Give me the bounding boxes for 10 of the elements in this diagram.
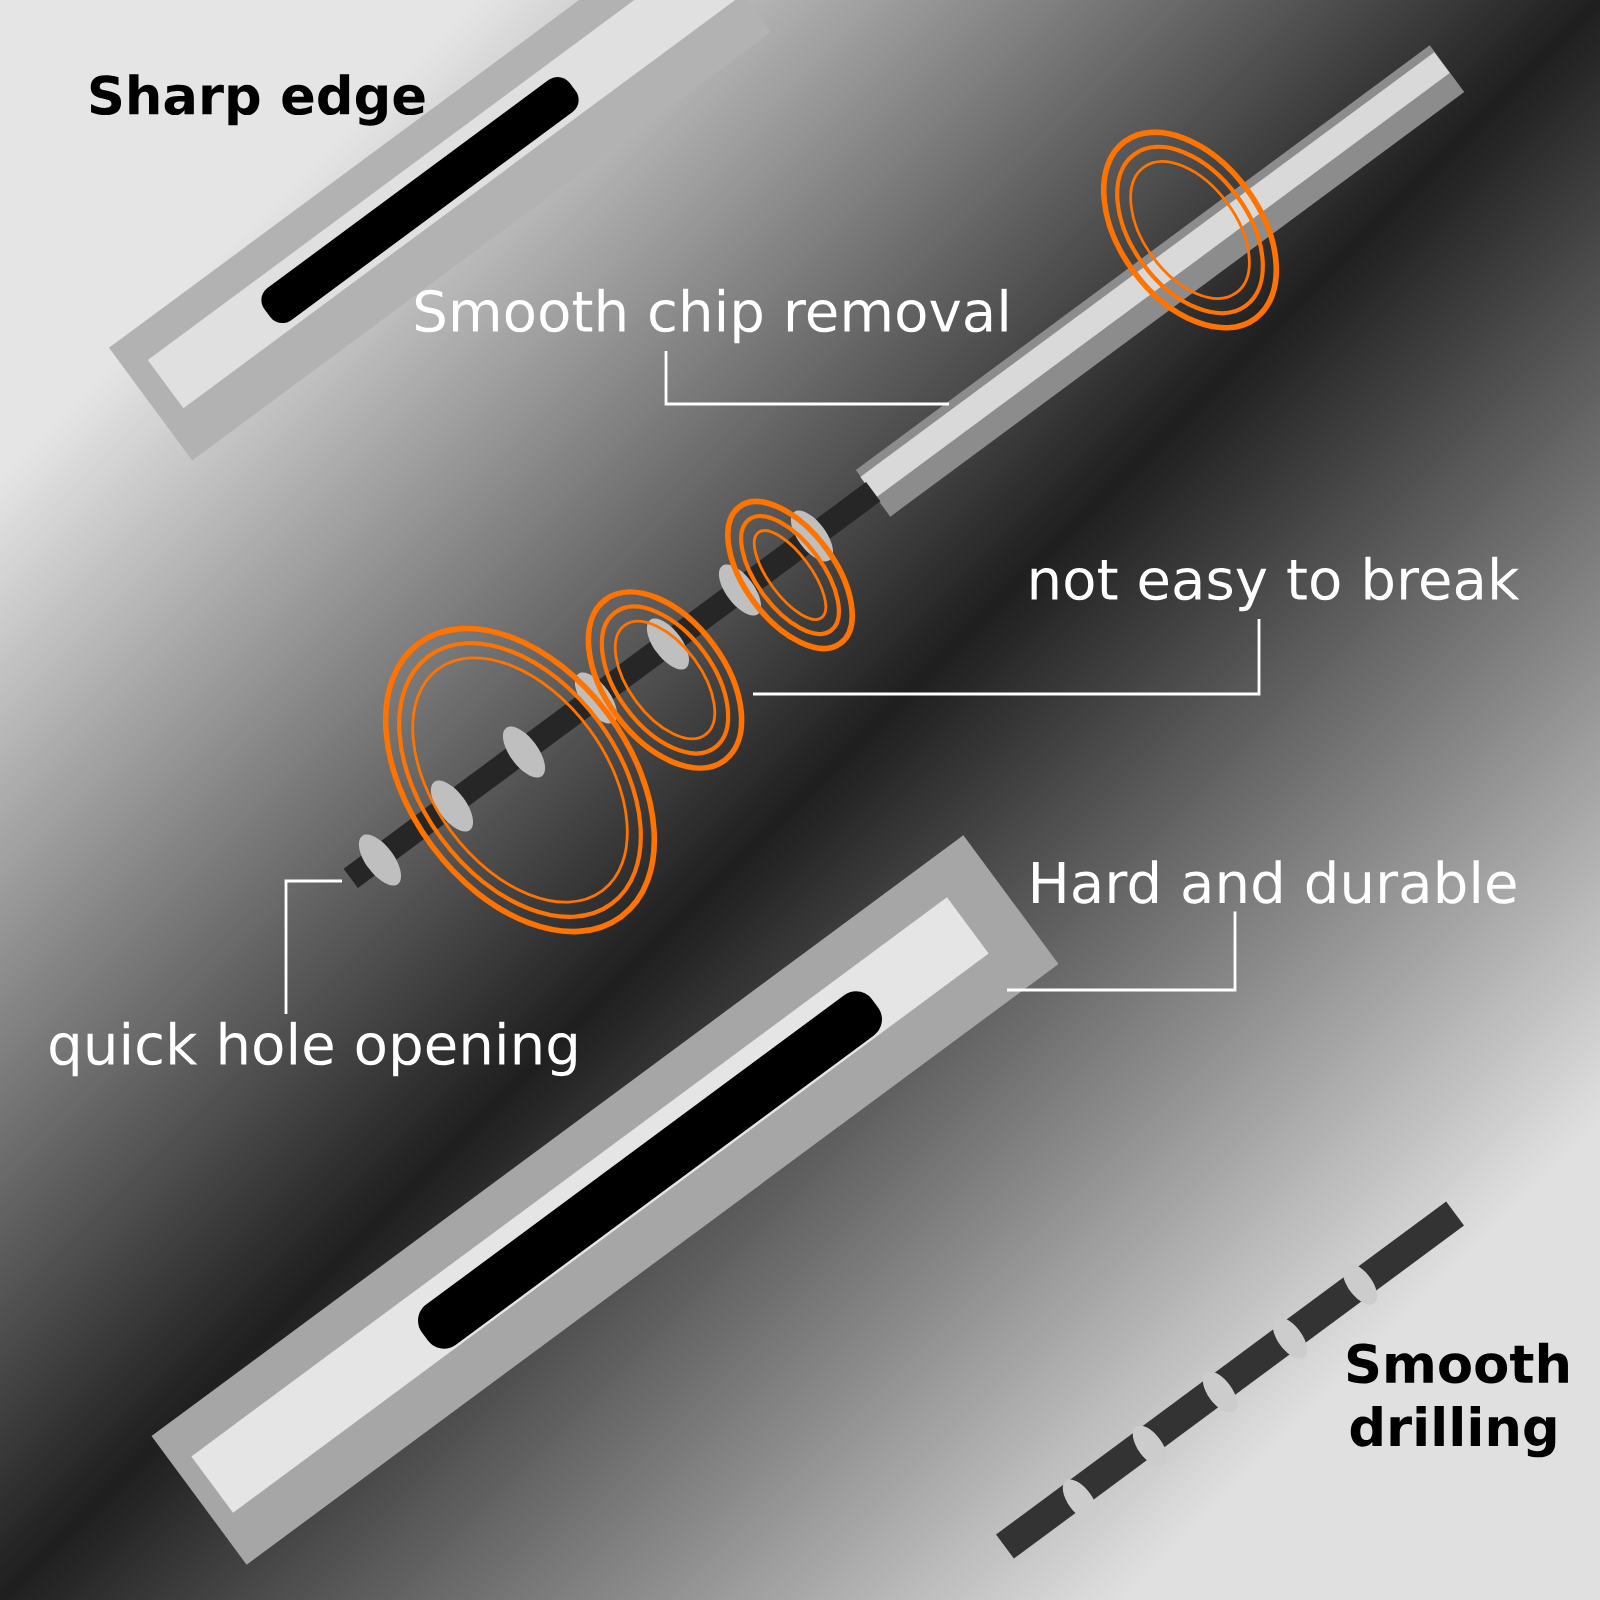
feature-label: Smooth drilling bbox=[1347, 1342, 1568, 1458]
leader-line bbox=[664, 350, 949, 406]
leader-line bbox=[284, 879, 342, 1015]
feature-label: Smooth chip removal bbox=[415, 288, 1007, 344]
feature-label: not easy to break bbox=[1031, 556, 1520, 612]
feature-label: Hard and durable bbox=[1033, 860, 1516, 904]
leader-line bbox=[1007, 911, 1237, 992]
feature-label: Sharp edge bbox=[90, 74, 425, 126]
feature-label: quick hole opening bbox=[50, 1021, 576, 1077]
leader-line bbox=[753, 618, 1261, 696]
